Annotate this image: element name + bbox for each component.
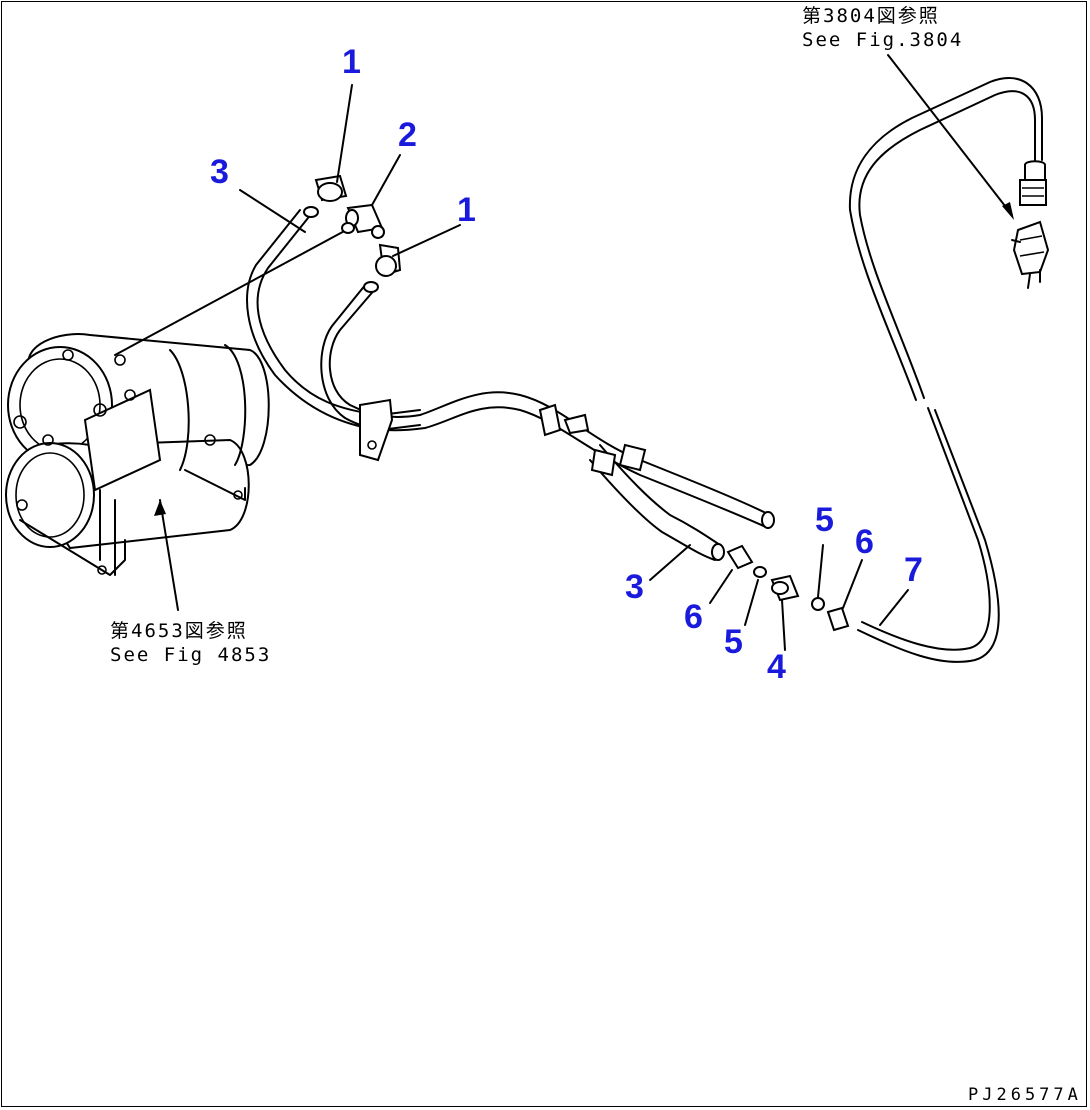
ref-fig-4853: 第4653図参照 See Fig 4853 [110, 620, 271, 668]
air-tube-main [320, 281, 775, 561]
elbow-fitting-1-lower [375, 243, 402, 277]
sleeve-5-left [753, 566, 767, 578]
ref-fig-3804-jp: 第3804図参照 [802, 5, 940, 27]
callout-1-lower: 1 [457, 191, 476, 229]
connector-4 [770, 574, 800, 602]
sleeve-5-right [811, 597, 825, 611]
air-tube-3-upper [246, 206, 421, 431]
ref-fig-4853-en: See Fig 4853 [110, 643, 272, 666]
pressure-switch-icon [887, 54, 1050, 289]
callout-1-top: 1 [342, 43, 361, 81]
air-tube-7 [848, 77, 1047, 663]
callout-5-left: 5 [724, 623, 743, 661]
air-tank-icon [5, 333, 270, 611]
ref-fig-3804-en: See Fig.3804 [802, 28, 964, 51]
callout-6-right: 6 [855, 523, 874, 561]
ref-fig-4853-jp: 第4653図参照 [110, 620, 248, 642]
nut-6-left [726, 544, 754, 570]
drawing-code: PJ26577A [968, 1085, 1082, 1105]
callout-6-left: 6 [684, 598, 703, 636]
callout-3-upper: 3 [210, 153, 229, 191]
callout-5-right: 5 [815, 501, 834, 539]
ref-fig-3804: 第3804図参照 See Fig.3804 [802, 5, 963, 53]
callout-2: 2 [398, 116, 417, 154]
callout-3-lower: 3 [625, 568, 644, 606]
elbow-fitting-1-upper [314, 174, 348, 202]
callout-7: 7 [904, 551, 923, 589]
tank-line [114, 227, 351, 356]
tee-fitting-2 [341, 203, 385, 239]
callout-leaders [239, 84, 909, 651]
nut-6-right [826, 606, 850, 632]
callout-4: 4 [767, 648, 786, 686]
